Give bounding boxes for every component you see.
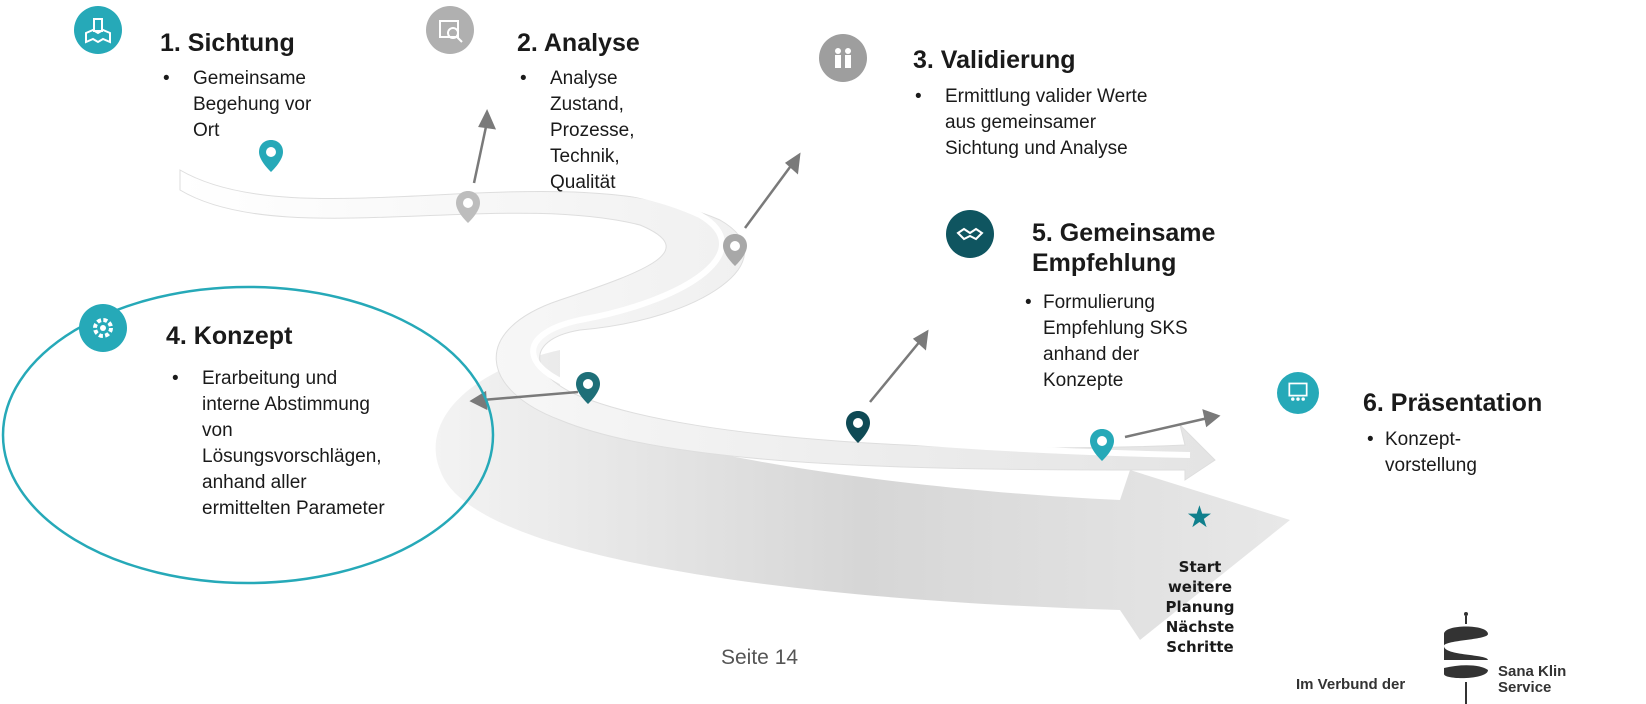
bullet: •	[915, 86, 922, 107]
description-line: aus gemeinsamer	[945, 112, 1097, 133]
start-label-line: Nächste	[1165, 618, 1235, 636]
road-center-line	[258, 157, 1191, 458]
bullet: •	[1025, 292, 1032, 313]
description-line: Begehung vor	[193, 94, 312, 115]
list-item: • Gemeinsame	[163, 66, 311, 92]
step-title: 3. Validierung	[913, 46, 1076, 74]
description-line: interne Abstimmung	[202, 394, 370, 415]
location-pin-gray	[723, 234, 747, 266]
description-line: Prozesse,	[550, 120, 635, 141]
presentation-board-icon	[1277, 372, 1319, 414]
location-pin-dark-teal	[576, 372, 600, 404]
step-title: 5. Gemeinsame Empfehlung	[1032, 218, 1215, 278]
step-title: 1. Sichtung	[160, 29, 295, 57]
step-description: • Konzept- vorstellung	[1367, 427, 1477, 479]
bullet: •	[1367, 429, 1374, 450]
bullet: •	[163, 68, 170, 89]
description-line: Zustand,	[550, 94, 624, 115]
description-line: Ermittlung valider Werte	[945, 86, 1148, 107]
list-item: aus gemeinsamer	[945, 110, 1147, 136]
step-title-line: 5. Gemeinsame	[1032, 219, 1216, 247]
footer-verbund-text: Im Verbund der	[1296, 676, 1406, 693]
brand-line: Sana Klin	[1498, 663, 1567, 680]
description-line: Technik,	[550, 146, 620, 167]
description-line: Gemeinsame	[193, 68, 306, 89]
people-collaboration-icon	[819, 34, 867, 82]
list-item: Qualität	[550, 170, 634, 196]
handshake-icon	[946, 210, 994, 258]
start-next-steps-label: Start weitere Planung Nächste Schritte	[1160, 557, 1240, 657]
step-description: • Ermittlung valider Werte aus gemeinsame…	[915, 84, 1148, 162]
start-label-line: Planung	[1165, 598, 1235, 616]
gear-settings-icon	[79, 304, 127, 352]
star-icon: ★	[1186, 501, 1213, 534]
bullet: •	[520, 68, 527, 89]
list-item: anhand der	[1043, 342, 1188, 368]
map-building-icon	[74, 6, 122, 54]
description-line: Sichtung und Analyse	[945, 138, 1128, 159]
list-item: interne Abstimmung	[202, 392, 385, 418]
list-item: • Erarbeitung und	[172, 366, 385, 392]
page-number: Seite 14	[721, 646, 799, 669]
description-line: Konzept-	[1385, 429, 1462, 450]
list-item: Empfehlung SKS	[1043, 316, 1188, 342]
step-description: •Erarbeitung und interne Abstimmung von …	[172, 366, 385, 522]
road-lower-band	[435, 350, 1290, 640]
step-description: • Analyse Zustand, Prozesse, Technik, Qua…	[520, 66, 634, 196]
list-item: Sichtung und Analyse	[945, 136, 1147, 162]
list-item: Begehung vor	[193, 92, 311, 118]
step-title: 4. Konzept	[166, 322, 293, 350]
list-item: Lösungsvorschlägen,	[202, 444, 385, 470]
list-item: von	[202, 418, 385, 444]
sana-logo-icon	[1444, 612, 1488, 704]
list-item: Zustand,	[550, 92, 634, 118]
list-item: Prozesse,	[550, 118, 634, 144]
list-item: Konzepte	[1043, 368, 1188, 394]
list-item: ermittelten Parameter	[202, 496, 385, 522]
step-title: 6. Präsentation	[1363, 389, 1543, 417]
description-line: Qualität	[550, 172, 616, 193]
start-label-line: Schritte	[1166, 638, 1234, 656]
location-pin-gray	[456, 191, 480, 223]
description-line: Empfehlung SKS	[1043, 318, 1188, 339]
description-line: von	[202, 420, 233, 441]
list-item: • Formulierung	[1025, 290, 1188, 316]
brand-line: Service	[1498, 679, 1552, 696]
start-label-line: weitere	[1167, 578, 1233, 596]
description-line: Ort	[193, 120, 220, 141]
pointer-arrows	[469, 109, 1221, 439]
description-line: anhand aller	[202, 472, 307, 493]
step-title: 2. Analyse	[517, 29, 640, 57]
list-item: • Konzept-	[1367, 427, 1477, 453]
brand-name: Sana Klin Service	[1498, 664, 1566, 696]
list-item: Ort	[193, 118, 311, 144]
description-line: Erarbeitung und	[202, 368, 338, 389]
step-title-line: Empfehlung	[1032, 249, 1177, 277]
description-line: Analyse	[550, 68, 618, 89]
description-line: anhand der	[1043, 344, 1140, 365]
location-pin-navy	[846, 411, 870, 443]
list-item: anhand aller	[202, 470, 385, 496]
description-line: Konzepte	[1043, 370, 1124, 391]
location-pin-teal	[259, 140, 283, 172]
description-line: ermittelten Parameter	[202, 498, 385, 519]
konzept-highlight-ellipse	[1, 285, 495, 585]
list-item: Technik,	[550, 144, 634, 170]
step-description: • Gemeinsame Begehung vor Ort	[163, 66, 311, 144]
start-label-line: Start	[1178, 558, 1222, 576]
description-line: Formulierung	[1043, 292, 1155, 313]
list-item: vorstellung	[1385, 453, 1477, 479]
description-line: Lösungsvorschlägen,	[202, 446, 382, 467]
description-line: vorstellung	[1385, 455, 1477, 476]
location-pin-teal	[1090, 429, 1114, 461]
bullet: •	[172, 368, 179, 389]
document-magnifier-icon	[426, 6, 474, 54]
list-item: • Ermittlung valider Werte	[915, 84, 1148, 110]
step-description: •Formulierung Empfehlung SKS anhand der …	[1025, 290, 1188, 394]
list-item: • Analyse	[520, 66, 634, 92]
